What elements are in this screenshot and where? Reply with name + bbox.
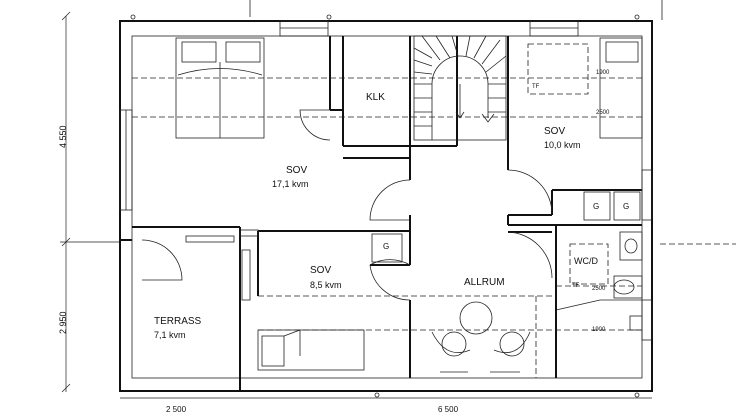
- wc-fixtures: [569, 231, 643, 331]
- closets-g: [371, 191, 641, 263]
- room-label-wcd: WC/D: [574, 256, 598, 266]
- room-area-sov-right: 10,0 kvm: [544, 140, 581, 150]
- room-area-sov-small: 8,5 kvm: [310, 280, 342, 290]
- windows: [119, 20, 653, 341]
- room-label-klk: KLK: [366, 92, 385, 103]
- double-bed: [175, 37, 265, 139]
- interior-walls: [119, 36, 642, 391]
- closet-label-g3: G: [383, 242, 390, 251]
- room-label-allrum: ALLRUM: [464, 277, 505, 288]
- top-markers: [130, 0, 663, 398]
- height-note-2500-wc: 2500: [592, 286, 606, 292]
- room-label-sov-small: SOV: [310, 265, 332, 276]
- closet-label-g2: G: [623, 202, 630, 211]
- room-label-sov-main: SOV: [286, 165, 308, 176]
- dimension-bottom-left: 2 500: [166, 405, 187, 414]
- wardrobe-top: [527, 43, 589, 95]
- room-label-terrass: TERRASS: [154, 316, 202, 327]
- bed-small: [257, 329, 365, 371]
- left-dimension: [60, 11, 120, 393]
- height-note-1900-top: 1900: [596, 70, 610, 76]
- room-area-sov-main: 17,1 kvm: [272, 179, 309, 189]
- height-note-2500-top: 2500: [596, 110, 610, 116]
- closet-label-g1: G: [593, 202, 600, 211]
- room-label-sov-right: SOV: [544, 126, 566, 137]
- bed-right: [599, 37, 643, 139]
- height-note-1900-bottom: 1900: [592, 327, 606, 333]
- staircase: [413, 35, 507, 141]
- dimension-left-lower: 2 950: [58, 311, 68, 334]
- doors: [141, 109, 642, 311]
- dining-table: [431, 301, 531, 373]
- wardrobe-label-tf-wc: TF: [572, 283, 580, 289]
- dimension-left-upper: 4 550: [58, 125, 68, 148]
- room-area-terrass: 7,1 kvm: [154, 330, 186, 340]
- wardrobe-label-tf-top: TF: [532, 84, 540, 90]
- dimension-bottom-right: 6 500: [438, 405, 459, 414]
- outer-walls: [119, 20, 653, 392]
